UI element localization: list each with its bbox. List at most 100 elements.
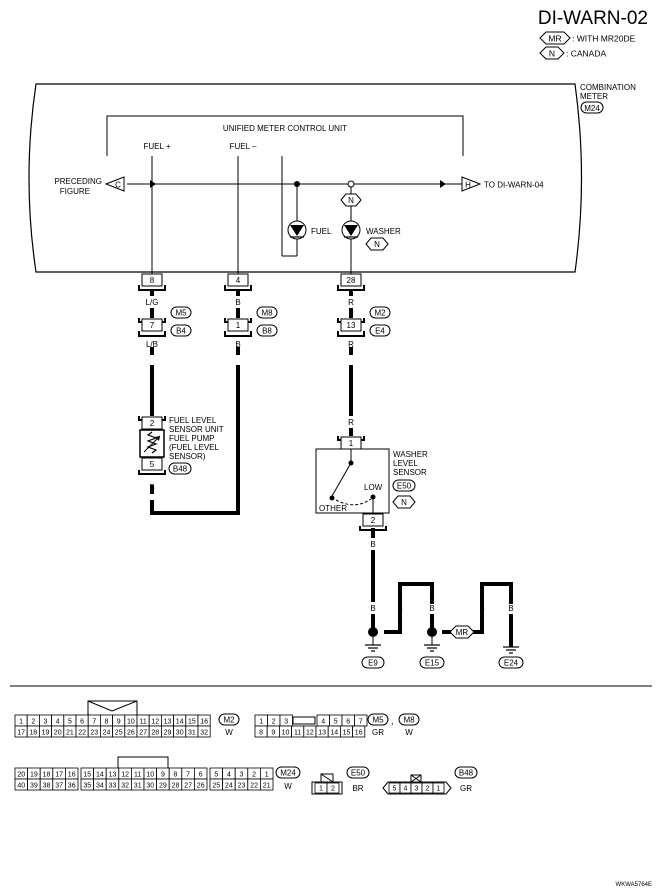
svg-text:8: 8 (174, 772, 178, 779)
figure-code: WKWA5764E (616, 882, 652, 888)
wire-color-lg: L/G (146, 298, 159, 307)
pin-cell: 3 (279, 714, 293, 727)
pin-cell: 15 (80, 767, 95, 780)
svg-text:28: 28 (347, 276, 356, 285)
conn-tag-b4: B4 (170, 324, 192, 337)
svg-text:32: 32 (200, 730, 208, 737)
meter-pin-8: 8 (138, 273, 166, 291)
pin-cell: 4 (316, 714, 330, 727)
svg-text:7: 7 (150, 321, 155, 330)
svg-text:24: 24 (225, 783, 233, 790)
svg-text:1: 1 (319, 786, 323, 793)
meter-name: COMBINATION (580, 83, 636, 92)
pin-cell: 11 (136, 714, 150, 727)
svg-text:5: 5 (68, 719, 72, 726)
conn-tag-m8: M8 (256, 306, 278, 319)
pin-cell: 28 (168, 778, 183, 791)
conn-tag-m2: M2 (369, 306, 391, 319)
to-tag-text: H (465, 181, 471, 190)
fuel-lamp-label: FUEL (311, 227, 332, 236)
joint-connector-13: 13 (337, 318, 365, 337)
pin-cell: 21 (63, 725, 77, 738)
pin-cell: 12 (118, 767, 132, 780)
svg-text:32: 32 (121, 783, 129, 790)
pin-cell: 1 (254, 714, 268, 727)
m24-color: W (284, 782, 292, 791)
junction-dot (294, 181, 300, 187)
n-tag-text: N (549, 49, 555, 59)
pin-cell: 16 (352, 725, 366, 738)
pin-cell: 15 (339, 725, 353, 738)
svg-text:30: 30 (176, 730, 184, 737)
svg-text:2: 2 (272, 719, 276, 726)
washer-canada-tag-text: N (374, 240, 380, 249)
pin-cell: 5 (63, 714, 77, 727)
pin-cell: 12 (148, 714, 162, 727)
ground-mr-tag-text: MR (456, 628, 469, 637)
pin-cell: 6 (75, 714, 89, 727)
svg-text:2: 2 (31, 719, 35, 726)
pin-cell: 25 (112, 725, 126, 738)
svg-text:7: 7 (92, 719, 96, 726)
page-title: DI-WARN-02 (538, 8, 648, 29)
pin-cell: 1 (314, 782, 328, 794)
preceding-tag-text: C (115, 181, 121, 190)
pin-cell: 13 (105, 767, 120, 780)
svg-text:23: 23 (238, 783, 246, 790)
svg-text:10: 10 (282, 730, 290, 737)
meter-pin-4: 4 (224, 273, 252, 291)
pin-cell: 21 (259, 778, 274, 791)
wire-color-r-top: R (348, 298, 354, 307)
legend-mr-text: : WITH MR20DE (572, 34, 636, 44)
pin-cell: 7 (354, 714, 368, 727)
svg-text:14: 14 (96, 772, 104, 779)
pin-cell: 3 (234, 767, 249, 780)
svg-text:14: 14 (330, 730, 338, 737)
harness-wires (150, 290, 513, 647)
pin-cell: 40 (14, 778, 29, 791)
svg-text:2: 2 (331, 786, 335, 793)
svg-text:M2: M2 (223, 716, 235, 725)
svg-text:4: 4 (321, 719, 325, 726)
svg-text:7: 7 (186, 772, 190, 779)
svg-text:M8: M8 (403, 716, 415, 725)
svg-text:B48: B48 (173, 465, 188, 474)
canada-tag-text: N (348, 196, 354, 205)
to-label: TO DI-WARN-04 (484, 181, 544, 190)
pin-cell: 9 (112, 714, 126, 727)
ground-label-e24: E24 (498, 656, 524, 669)
legend-mr: MR : WITH MR20DE (539, 31, 636, 45)
svg-text:M24: M24 (280, 769, 296, 778)
pin-cell: 34 (93, 778, 107, 791)
fuel-plus-label: FUEL + (143, 142, 170, 151)
pin-cell: 8 (254, 725, 268, 738)
pin-cell: 15 (185, 714, 199, 727)
pin-cell: 30 (143, 778, 158, 791)
svg-text:18: 18 (43, 772, 51, 779)
svg-text:2: 2 (150, 419, 155, 428)
pin-cell: 8 (168, 767, 183, 780)
pin-cell: 10 (143, 767, 158, 780)
to-tag-shape (461, 176, 482, 192)
svg-text:4: 4 (56, 719, 60, 726)
svg-text:4: 4 (227, 772, 231, 779)
svg-text:21: 21 (263, 783, 271, 790)
svg-text:22: 22 (78, 730, 86, 737)
svg-text:17: 17 (55, 772, 63, 779)
svg-text:3: 3 (415, 786, 419, 793)
pin-cell: 24 (222, 778, 236, 791)
svg-text:7: 7 (359, 719, 363, 726)
svg-text:M2: M2 (374, 309, 386, 318)
joint-connector-1: 1 (224, 318, 252, 337)
svg-text:15: 15 (188, 719, 196, 726)
pin-cell: 16 (197, 714, 211, 727)
svg-text:34: 34 (96, 783, 104, 790)
fuel-lamp-icon (287, 220, 307, 240)
fuel-sensor-label-2: SENSOR UNIT (169, 425, 224, 434)
svg-text:21: 21 (66, 730, 74, 737)
pin-cell: 23 (87, 725, 101, 738)
pin-cell: 23 (234, 778, 249, 791)
